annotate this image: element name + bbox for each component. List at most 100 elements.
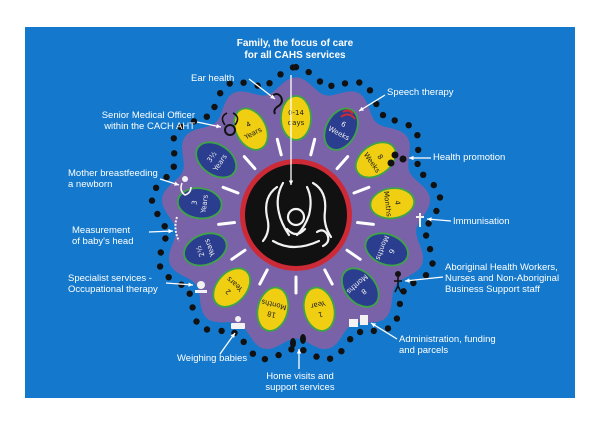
border-dot: [373, 100, 380, 108]
border-dot: [190, 118, 198, 125]
border-dot: [249, 350, 257, 357]
border-dot: [148, 197, 156, 204]
segment-label: 1: [317, 310, 323, 319]
border-dot: [217, 90, 224, 97]
segment-label: days: [288, 119, 305, 127]
label-measurement-head: Measurement of baby's head: [72, 225, 134, 247]
border-dot: [415, 146, 422, 154]
label-administration: Administration, funding and parcels: [399, 334, 496, 356]
segment-label: 2: [224, 287, 233, 296]
border-dot: [422, 232, 430, 239]
breastfeeding-icon: [180, 176, 192, 196]
border-dot: [163, 173, 170, 181]
border-dot: [266, 80, 273, 87]
border-dot: [356, 79, 363, 86]
arrow-speech-therapy: [358, 94, 386, 112]
border-dot: [414, 160, 421, 168]
border-dot: [193, 318, 200, 325]
border-dot: [186, 290, 193, 297]
segment-label: 4: [245, 120, 253, 129]
spoke: [309, 137, 317, 157]
label-health-promotion: Health promotion: [433, 152, 506, 163]
spoke: [230, 248, 247, 261]
segment-label: Year: [310, 298, 327, 310]
segment-label: 0-14: [288, 109, 304, 117]
border-dot: [261, 355, 269, 363]
arrow-home-visits: [296, 349, 302, 369]
border-dot: [226, 80, 233, 87]
segment-oval: [195, 141, 238, 179]
community-icon: [387, 151, 407, 167]
age-segment: 0-14 days: [280, 95, 312, 141]
border-dot: [405, 122, 412, 129]
border-dot: [396, 300, 404, 308]
segment-label: 8: [359, 287, 368, 296]
segment-oval: [369, 187, 416, 220]
border-dot: [391, 117, 398, 124]
segment-oval: [233, 107, 269, 151]
label-immunisation: Immunisation: [453, 216, 510, 227]
border-dot: [240, 79, 247, 86]
border-dot: [211, 103, 218, 111]
spoke: [345, 248, 362, 261]
border-dot: [203, 326, 211, 333]
border-dot: [289, 64, 297, 71]
label-mother-breastfeeding: Mother breastfeeding a newborn: [68, 168, 158, 190]
label-speech-therapy: Speech therapy: [387, 87, 454, 98]
spoke: [217, 221, 236, 226]
footprint-icon: [290, 334, 306, 348]
segment-label: Months: [382, 191, 393, 218]
border-dot: [162, 235, 169, 242]
border-dot: [218, 327, 225, 335]
border-dot: [356, 328, 364, 336]
white-spokes: [217, 137, 375, 295]
segment-label: 6: [340, 120, 348, 129]
center-family-circle: [240, 159, 352, 271]
border-dot: [420, 171, 427, 178]
label-arrows: [148, 75, 452, 369]
segment-oval: [323, 107, 359, 151]
arrow-aboriginal-workers: [404, 276, 444, 283]
border-dot: [240, 338, 247, 345]
border-dot: [203, 113, 210, 120]
border-dot: [161, 223, 168, 230]
border-dot: [379, 111, 387, 119]
stethoscope-icon: [221, 112, 239, 136]
border-dot: [275, 351, 282, 359]
label-ear-health: Ear health: [191, 73, 235, 84]
label-weighing-babies: Weighing babies: [177, 353, 248, 364]
border-dot: [171, 150, 178, 157]
segment-label: 18: [266, 309, 277, 319]
spoke: [356, 221, 375, 226]
segment-oval: [183, 232, 228, 267]
arrow-breastfeeding: [159, 178, 180, 186]
arrow-family: [288, 75, 294, 185]
arrow-specialist: [165, 282, 194, 287]
border-dot: [370, 327, 377, 335]
border-dot: [426, 245, 434, 253]
label-senior-medical-officer: Senior Medical Officer within the CACH A…: [101, 110, 195, 132]
segment-oval: [340, 267, 380, 308]
border-dot: [328, 82, 335, 89]
segment-label: 3: [190, 200, 198, 205]
segment-oval: [176, 187, 223, 220]
arrow-measurement: [148, 229, 174, 234]
tape-measure-icon: [174, 216, 180, 242]
spoke: [275, 137, 283, 157]
syringe-icon: [416, 213, 424, 227]
border-dot: [384, 325, 392, 332]
border-dot: [157, 249, 164, 256]
border-dot: [189, 304, 196, 311]
border-dot: [305, 68, 312, 76]
segment-label: 4: [393, 200, 402, 206]
title-family-focus: Family, the focus of care for all CAHS s…: [236, 38, 354, 61]
